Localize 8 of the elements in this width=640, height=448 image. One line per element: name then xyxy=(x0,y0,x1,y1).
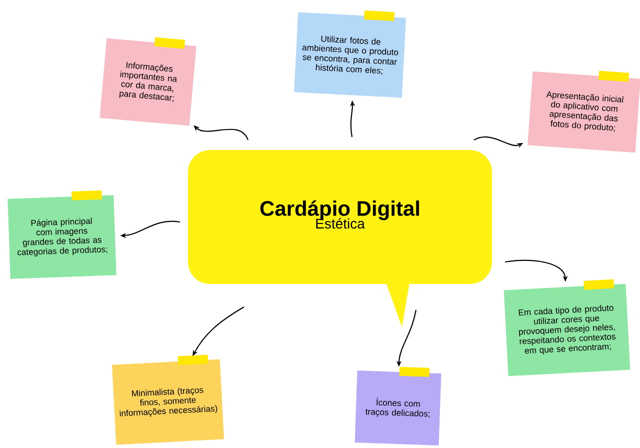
sticky-note: Página principal com imagens grandes de todas as categorias de produtos; xyxy=(8,195,116,279)
sticky-note: Ícones com traços delicados; xyxy=(354,370,442,446)
sticky-note: Apresentação inicial do aplicativo com apresentação das fotos do produto; xyxy=(528,71,640,153)
sticky-note: Minimalista (traços finos, somente informações necessárias) xyxy=(112,359,224,445)
sticky-note: Informações importantes na cor da marca, para destacar; xyxy=(100,38,196,126)
speech-bubble: Cardápio Digital Estética xyxy=(188,150,492,327)
sticky-note: Em cada tipo de produto utilizar cores que provoquem desejo neles, respeitando os contextos em que se encontram; xyxy=(504,284,630,376)
sticky-note: Utilizar fotos de ambientes que o produto se encontra, para contar história com eles; xyxy=(294,12,406,98)
